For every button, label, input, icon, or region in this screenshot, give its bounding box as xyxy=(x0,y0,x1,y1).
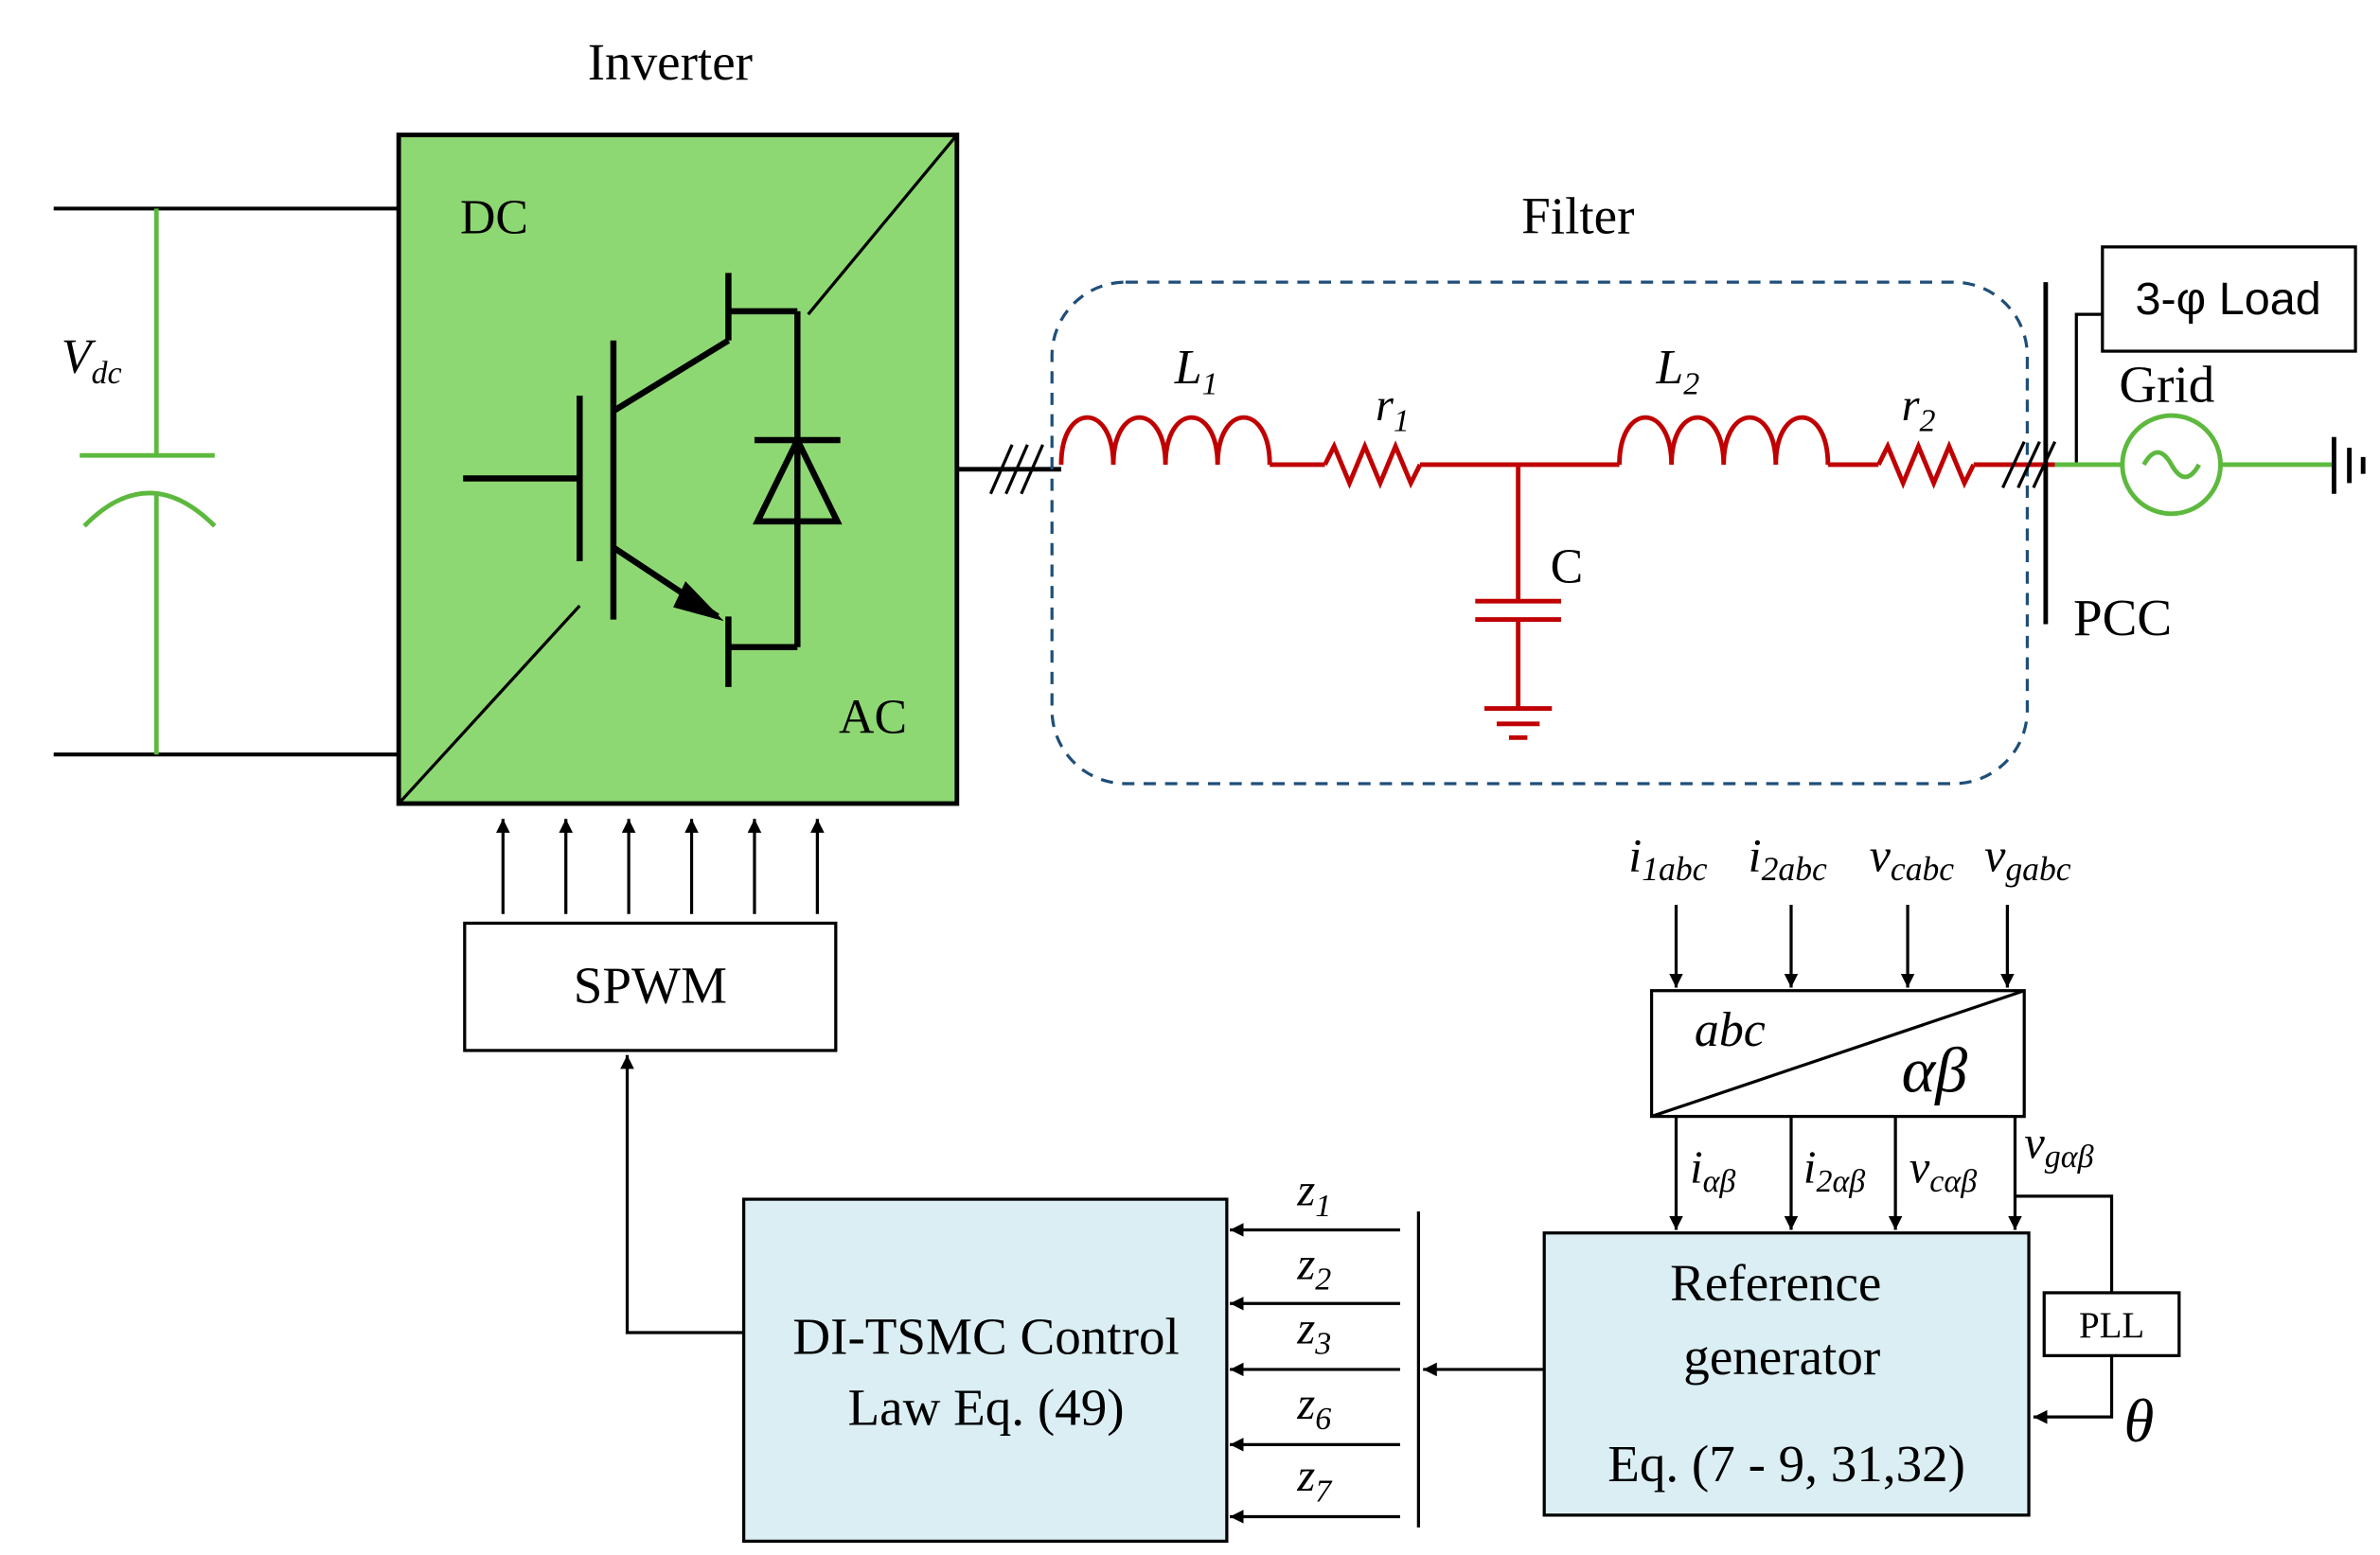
abc-alphabeta-transform: i1abc i2abc vcabc vgabc abc αβ iαβ i2αβ … xyxy=(1628,828,2094,1230)
c-label: C xyxy=(1551,540,1584,594)
controller-line1: DI-TSMC Control xyxy=(792,1308,1179,1366)
l1-label: L1 xyxy=(1174,341,1218,401)
output-i2alphabeta: i2αβ xyxy=(1803,1141,1865,1199)
load-label: 3-φ Load xyxy=(2135,274,2320,325)
z6-label: z6 xyxy=(1296,1378,1331,1437)
reference-generator-line3: Eq. (7 - 9, 31,32) xyxy=(1607,1435,1965,1493)
z-signal-bus: z1 z2 z3 z6 z7 xyxy=(1230,1165,1420,1528)
three-phase-load-box xyxy=(2101,245,2357,353)
dc-label: DC xyxy=(460,190,528,244)
dc-source: Vdc xyxy=(53,206,400,757)
pll-label: PLL xyxy=(2079,1305,2144,1346)
load-connection-wire xyxy=(2074,312,2103,465)
reference-generator-line1: Reference xyxy=(1670,1254,1881,1312)
grid-ground-icon xyxy=(2331,436,2366,494)
pll-block: PLL θ xyxy=(2015,1194,2181,1456)
output-ialphabeta: iαβ xyxy=(1690,1141,1735,1199)
transform-to-label: αβ xyxy=(1902,1034,1968,1106)
transform-inputs: i1abc i2abc vcabc vgabc xyxy=(1628,828,2071,888)
three-phase-mark-icon xyxy=(988,444,1044,495)
inductor-l1-icon xyxy=(1058,415,1272,465)
pcc-label: PCC xyxy=(2073,589,2172,646)
inverter-title: Inverter xyxy=(588,33,753,91)
l2-label: L2 xyxy=(1655,341,1699,401)
inverter-block: Inverter DC AC xyxy=(396,33,1061,806)
z7-label: z7 xyxy=(1296,1450,1333,1509)
input-i2abc: i2abc xyxy=(1749,828,1827,888)
r1-label: r1 xyxy=(1376,380,1410,438)
inductor-l2-icon xyxy=(1617,415,1831,465)
output-vcalphabeta: vcαβ xyxy=(1909,1141,1978,1199)
output-vgalphabeta: vgαβ xyxy=(2024,1117,2093,1175)
gate-signal-arrows xyxy=(496,819,825,914)
ac-label: AC xyxy=(839,691,907,745)
diode-icon xyxy=(753,433,843,525)
controller-line2: Law Eq. (49) xyxy=(848,1378,1125,1436)
filter-block: Filter L1 r1 L2 r2 C xyxy=(1050,186,2055,786)
transform-outputs: iαβ i2αβ vcαβ vgαβ xyxy=(1690,1117,2094,1199)
vdc-label: Vdc xyxy=(62,330,122,391)
di-tsmc-controller-block: DI-TSMC Control Law Eq. (49) xyxy=(620,1054,1229,1544)
z2-label: z2 xyxy=(1296,1238,1331,1297)
transform-from-label: abc xyxy=(1695,1003,1766,1057)
grid-side: PCC 3-φ Load Grid xyxy=(2001,245,2366,646)
igbt-switch-icon xyxy=(463,273,801,687)
grid-label: Grid xyxy=(2119,356,2214,414)
reference-generator-line2: generator xyxy=(1683,1328,1880,1386)
theta-label: θ xyxy=(2123,1387,2154,1456)
resistor-r1-icon xyxy=(1323,440,1423,489)
filter-title: Filter xyxy=(1521,186,1634,244)
input-vcabc: vcabc xyxy=(1870,828,1955,888)
input-vgabc: vgabc xyxy=(1984,828,2071,888)
r2-label: r2 xyxy=(1902,380,1936,438)
input-i1abc: i1abc xyxy=(1628,828,1707,888)
spwm-label: SPWM xyxy=(574,957,727,1015)
spwm-block: SPWM xyxy=(463,819,838,1052)
reference-generator-block: Reference generator Eq. (7 - 9, 31,32) xyxy=(1423,1231,2031,1517)
resistor-r2-icon xyxy=(1876,440,1976,489)
controller-to-spwm-arrow xyxy=(620,1054,744,1334)
z1-label: z1 xyxy=(1296,1165,1331,1224)
capacitor-curved-plate-icon xyxy=(82,490,217,528)
filter-boundary xyxy=(1050,280,2030,786)
z3-label: z3 xyxy=(1296,1302,1331,1361)
